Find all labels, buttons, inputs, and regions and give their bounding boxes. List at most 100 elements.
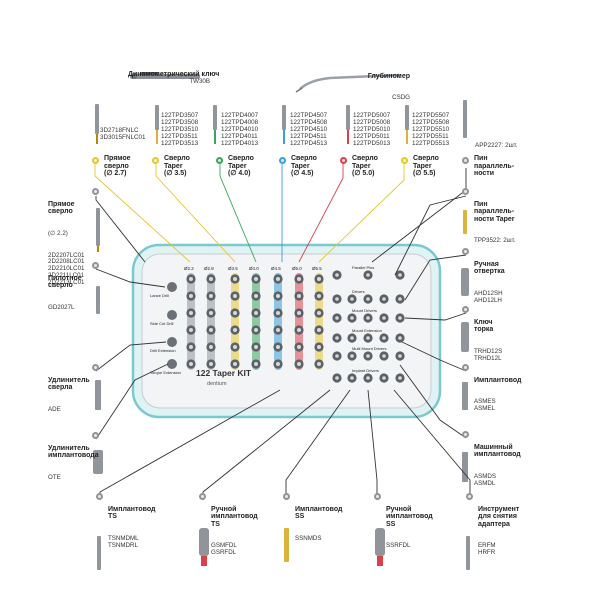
- gray-dot-icon: [96, 493, 103, 500]
- right-machine-driver-label: Машинный имплантовод ASMDS ASMDL: [474, 443, 521, 487]
- tray-slot-center: [317, 277, 321, 281]
- parallel-pin-code: APP2227: 2шт.: [475, 142, 518, 149]
- left-pilot-drill-label: Пилотное сверло GD2027L: [48, 274, 82, 311]
- tray-driver-slot-center: [335, 297, 339, 301]
- gray-dot-icon: [462, 188, 469, 195]
- tray-driver-slot-center: [366, 336, 370, 340]
- tray-left-label: Drill Extension: [150, 348, 176, 353]
- tray-driver-slot-center: [335, 336, 339, 340]
- tray-slot-center: [254, 362, 258, 366]
- right-hand-driver-label: Ручная отвертка AHD12SH AHD12LH: [474, 260, 505, 304]
- tray-slot-center: [209, 294, 213, 298]
- leader-line: [95, 196, 146, 263]
- left-tool-icons: [93, 208, 103, 474]
- tray-slot-center: [189, 362, 193, 366]
- drill-col-2-codes: 122TPD3507 122TPD3508 122TPD3510 122TPD3…: [161, 112, 199, 147]
- tray-driver-slot-center: [382, 297, 386, 301]
- tray-slot-center: [254, 311, 258, 315]
- leader-line: [404, 312, 467, 321]
- tray-driver-slot-center: [366, 297, 370, 301]
- tray-driver-slot-center: [350, 354, 354, 358]
- leader-line: [318, 164, 405, 263]
- gray-dot-icon: [462, 157, 469, 164]
- tray-slot-center: [276, 345, 280, 349]
- drill-col-2-title: Сверло Taper(∅ 3.5): [164, 155, 190, 178]
- tray-slot-center: [209, 277, 213, 281]
- tray-slot-center: [317, 328, 321, 332]
- bottom-adapter-removal-label: Инструмент для снятия адаптера ERFM HRFR: [478, 505, 520, 557]
- gray-dot-icon: [462, 306, 469, 313]
- tray-col-header: Ø5.0: [292, 266, 302, 271]
- tray-slot-center: [254, 277, 258, 281]
- tray-right-label: Implant Drivers: [352, 368, 379, 373]
- gray-dot-icon: [92, 364, 99, 371]
- tray-col-header: Ø4.0: [249, 266, 259, 271]
- top-drill-icons: [95, 100, 467, 144]
- tray-right-label: Mount Extension: [352, 328, 382, 333]
- tray-slot-center: [297, 345, 301, 349]
- tray-driver-slot-center: [366, 354, 370, 358]
- tray-left-label: Torque Extension: [150, 370, 181, 375]
- bottom-ts-driver-label: Имплантовод TS TSNMDML TSNMDRL: [108, 505, 156, 549]
- tray-driver-slot-center: [366, 273, 370, 277]
- tray-column-strip: [274, 273, 282, 370]
- gray-dot-icon: [462, 431, 469, 438]
- tray-tool-slot: [167, 359, 177, 369]
- depth-gauge-illustration: [295, 73, 401, 93]
- tray-kit-name: 122 Taper KIT: [196, 368, 252, 378]
- left-straight-drill-label: Прямое сверло (∅ 2.2) 2D2207LC01 2D2208L…: [48, 200, 85, 287]
- tray-slot-center: [209, 328, 213, 332]
- tray-driver-slot-center: [382, 376, 386, 380]
- tray-slot-center: [233, 294, 237, 298]
- tray-driver-slot-center: [398, 376, 402, 380]
- tray-tool-slot: [167, 337, 177, 347]
- tray-slot-center: [189, 294, 193, 298]
- tray-driver-slot-center: [398, 273, 402, 277]
- tray-slot-center: [254, 294, 258, 298]
- torque-wrench-code: TW30B: [189, 77, 210, 85]
- tray-slot-center: [189, 328, 193, 332]
- gray-dot-icon: [92, 432, 99, 439]
- torque-wrench-label: Динамометрический ключ: [128, 70, 220, 78]
- tray-column-strip: [315, 273, 323, 370]
- leader-line: [95, 268, 166, 288]
- drill-col-4-codes: 122TPD4507 122TPD4508 122TPD4510 122TPD4…: [290, 112, 328, 147]
- drill-col-6-title: Сверло Taper(∅ 5.5): [413, 155, 439, 178]
- tray-slot-center: [254, 345, 258, 349]
- yellow-dot-icon: [401, 157, 408, 164]
- leader-line: [298, 164, 344, 263]
- leader-line: [95, 341, 167, 372]
- tray-driver-slot-center: [398, 336, 402, 340]
- tray-col-header: Ø3.5: [228, 266, 238, 271]
- tray-slot-center: [189, 311, 193, 315]
- tray-slot-center: [297, 311, 301, 315]
- tray-right-label: Multi Mount Drivers: [352, 346, 387, 351]
- tray-driver-slot-center: [382, 316, 386, 320]
- depth-gauge-label: Глубиномер CSDG: [367, 72, 410, 102]
- bottom-ts-hand-driver-label: Ручной имплантовод TS GSMFDL GSRFDL: [211, 505, 258, 557]
- tray-slot-center: [233, 328, 237, 332]
- drill-col-1-title: Прямое сверло(∅ 2.7): [104, 155, 131, 178]
- tray-slot-center: [297, 277, 301, 281]
- drill-col-1-codes: 3D2718FNLC 3D3015FNLC01: [100, 127, 146, 141]
- tray-slot-center: [209, 362, 213, 366]
- leader-line: [219, 164, 257, 263]
- tray-slot-center: [254, 328, 258, 332]
- tray-slot-center: [297, 294, 301, 298]
- gray-dot-icon: [462, 364, 469, 371]
- tray-slot-center: [317, 345, 321, 349]
- gray-dot-icon: [466, 493, 473, 500]
- leader-line: [394, 195, 467, 276]
- drill-col-6-codes: 122TPD5507 122TPD5508 122TPD5510 122TPD5…: [412, 112, 450, 147]
- green-dot-icon: [216, 157, 223, 164]
- tray-column-strip: [252, 273, 260, 370]
- tray-left-label: Side Cut Drill: [150, 321, 174, 326]
- tray-driver-slot-center: [366, 376, 370, 380]
- tray-slot-center: [276, 277, 280, 281]
- tray-column-strip: [295, 273, 303, 370]
- red-dot-icon: [340, 157, 347, 164]
- tray-slot-center: [209, 311, 213, 315]
- parallel-pin-title: Пин параллель- ности: [474, 155, 515, 178]
